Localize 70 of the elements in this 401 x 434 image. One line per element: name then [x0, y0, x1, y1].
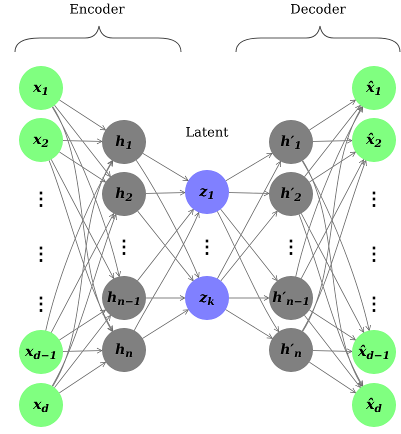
- arrow: [136, 160, 200, 278]
- neuron-label: z$_{1}$: [199, 185, 215, 199]
- neuron-label: h$_{n}$: [115, 343, 133, 357]
- arrow: [52, 106, 121, 277]
- ellipsis-dots: ⋮: [282, 239, 300, 257]
- neuron-label: x$_{1}$: [33, 81, 49, 95]
- arrow: [62, 138, 102, 144]
- neuron-label: x̂$_{2}$: [366, 133, 382, 147]
- arrow: [302, 106, 363, 332]
- section-label: Decoder: [290, 4, 346, 16]
- ellipsis-dots: ⋮: [32, 191, 50, 209]
- neuron-label: x$_{d}$: [33, 398, 49, 412]
- ellipsis-dots: ⋮: [32, 296, 50, 314]
- neuron-label: h′$_{1}$: [280, 135, 302, 149]
- arrow: [225, 309, 273, 339]
- arrow: [216, 160, 282, 280]
- neuron-label: h′$_{n−1}$: [272, 291, 310, 305]
- arrow: [216, 210, 280, 332]
- arrow: [52, 160, 113, 387]
- arrow: [58, 362, 106, 394]
- ellipsis-dots: ⋮: [365, 191, 383, 209]
- section-label: Latent: [186, 126, 228, 140]
- arrow: [146, 190, 186, 196]
- arrow: [54, 314, 111, 388]
- neuron-label: x̂$_{d−1}$: [358, 345, 390, 359]
- arrow: [300, 213, 364, 333]
- ellipsis-dots: ⋮: [365, 296, 383, 314]
- arrow: [309, 310, 356, 340]
- arrow: [142, 152, 189, 182]
- arrow: [142, 309, 189, 339]
- arrow: [295, 106, 364, 277]
- neuron-label: h′$_{2}$: [280, 187, 302, 201]
- arrow: [58, 100, 106, 130]
- arrow: [58, 152, 106, 182]
- neuron-label: x̂$_{d}$: [366, 398, 382, 412]
- arrow: [298, 214, 364, 386]
- arrow: [312, 138, 352, 144]
- arrow: [228, 295, 270, 301]
- arrow: [300, 159, 364, 279]
- neuron-label: x$_{d−1}$: [25, 345, 57, 359]
- neuron-label: h$_{2}$: [115, 187, 133, 201]
- arrow: [58, 310, 106, 340]
- neuron-label: h$_{n−1}$: [107, 291, 141, 305]
- ellipsis-dots: ⋮: [32, 246, 50, 264]
- section-label: Encoder: [69, 4, 125, 16]
- arrow: [50, 159, 114, 279]
- arrow: [54, 104, 111, 178]
- arrow: [52, 106, 113, 332]
- arrow: [146, 295, 186, 301]
- ellipsis-dots: ⋮: [115, 239, 133, 257]
- arrow: [52, 214, 117, 386]
- arrow: [62, 348, 102, 354]
- arrow: [312, 348, 352, 354]
- arrow: [309, 152, 356, 182]
- neuron-label: h′$_{n}$: [280, 343, 302, 357]
- neuron-label: x$_{2}$: [33, 133, 49, 147]
- arrow: [228, 190, 270, 196]
- ellipsis-dots: ⋮: [365, 246, 383, 264]
- arrow: [308, 362, 356, 394]
- arrow: [304, 314, 361, 388]
- arrow: [50, 213, 114, 333]
- neuron-label: h$_{1}$: [115, 135, 133, 149]
- ellipsis-dots: ⋮: [198, 239, 216, 257]
- neuron-label: x̂$_{1}$: [366, 81, 382, 95]
- neuron-label: z$_{k}$: [199, 291, 215, 305]
- arrow: [304, 104, 361, 178]
- arrow: [225, 152, 273, 182]
- arrow: [302, 160, 363, 387]
- arrow: [134, 212, 200, 331]
- arrow: [309, 100, 356, 130]
